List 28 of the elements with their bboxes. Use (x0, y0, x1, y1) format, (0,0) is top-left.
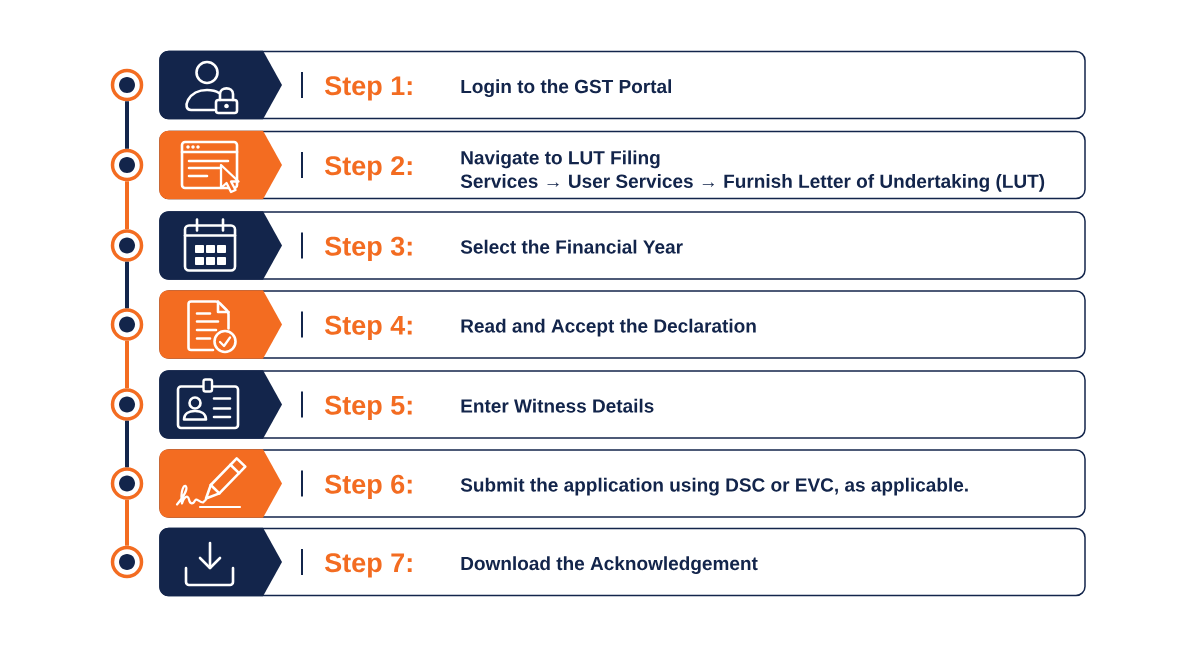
step-description: Read and Accept the Declaration (461, 318, 756, 337)
step-description: Login to the GST Portal (461, 79, 672, 98)
step-label: Step 7: (325, 553, 412, 578)
step-description: Navigate to LUT Filing (461, 150, 660, 169)
timeline-dot (110, 148, 144, 182)
step-description: Select the Financial Year (460, 239, 683, 254)
connector-line (125, 499, 129, 546)
step-description: Download the Acknowledgement (461, 556, 758, 574)
step-label: Step 5: (325, 395, 412, 421)
timeline-dot (110, 388, 144, 421)
step-description: Enter Witness Details (461, 398, 654, 413)
connector-line (125, 340, 129, 389)
step-label: Step 2: (325, 156, 412, 181)
step-label: Step 1: (325, 76, 412, 101)
timeline-dot (110, 545, 144, 579)
timeline-dot (110, 308, 144, 341)
connector-line (125, 101, 129, 149)
timeline-dot (110, 229, 144, 262)
step-description: Services → User Services → Furnish Letter of Undertaking (LUT) (460, 174, 1045, 192)
connector-line (125, 261, 129, 309)
connector-line (125, 181, 129, 230)
timeline-dot (110, 68, 144, 102)
timeline-dot (110, 467, 144, 500)
step-label: Step 3: (325, 236, 412, 262)
step-label: Step 4: (325, 315, 412, 341)
step-label: Step 6: (325, 474, 412, 500)
connector-line (125, 420, 129, 468)
step-description: Submit the application using DSC or EVC, as applicable. (460, 477, 968, 496)
